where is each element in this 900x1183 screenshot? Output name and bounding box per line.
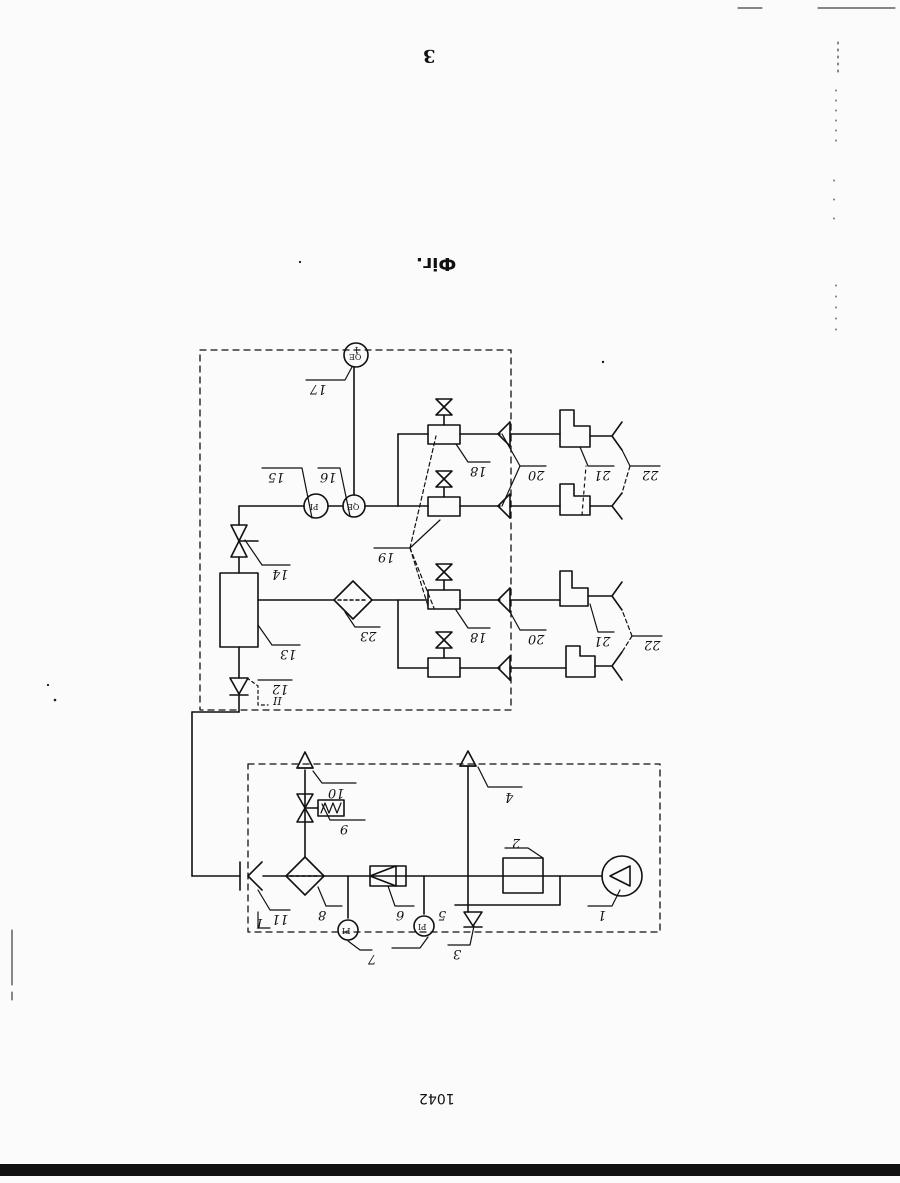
label-11: 11 [272, 912, 289, 925]
regulator-18-upper-a [428, 425, 460, 444]
footer-code: 1042 [419, 1091, 455, 1105]
connectors-20 [498, 422, 510, 680]
regulator-18-lower-a [428, 590, 460, 609]
label-15: 15 [268, 470, 285, 483]
label-9: 9 [340, 822, 348, 835]
gauge-text-qe-16: QE [347, 502, 359, 510]
label-6: 6 [396, 908, 404, 921]
unit-ii-boundary [200, 350, 511, 710]
label-21-upper: 21 [594, 468, 611, 481]
regulator-18-lower-b [428, 658, 460, 677]
regulator-18-upper-b [428, 497, 460, 516]
label-16: 16 [320, 470, 337, 483]
valve-3 [464, 912, 482, 926]
label-ii-upper: II [273, 695, 282, 706]
valve-14-bottom [231, 541, 247, 557]
receiver-bypass [455, 876, 560, 905]
gauge-text-pi-15: PI [310, 502, 319, 510]
label-14: 14 [272, 567, 289, 580]
label-22-lower: 22 [644, 638, 661, 651]
leaders-upper [245, 367, 662, 705]
label-23: 23 [360, 629, 377, 642]
gauge-text-qe-17-sub: 1 [354, 345, 359, 353]
label-4: 4 [505, 790, 513, 803]
label-20-lower: 20 [528, 632, 545, 645]
sheet-number: 3 [423, 46, 436, 64]
label-7: 7 [368, 952, 376, 965]
scan-artifacts [12, 8, 895, 1000]
bottom-rule [0, 1164, 900, 1176]
gauge-text-pi-7: PI [342, 926, 351, 934]
compressor-1 [602, 856, 642, 896]
valve-14-top [231, 525, 247, 541]
label-19: 19 [378, 550, 395, 563]
label-8: 8 [318, 908, 326, 921]
label-2: 2 [512, 836, 520, 849]
compressor-1-arrow [610, 866, 630, 886]
label-22-upper: 22 [642, 468, 659, 481]
connector-12 [230, 678, 248, 694]
label-5: 5 [438, 908, 446, 921]
label-18-lower: 18 [470, 630, 487, 643]
consumer-units-21 [560, 410, 595, 677]
label-i-lower: I [257, 916, 262, 929]
adsorber-13 [220, 573, 258, 647]
label-10: 10 [328, 786, 345, 799]
gauge-text-pi-5: PI [418, 922, 427, 930]
figure-caption: Фіг. [416, 254, 456, 272]
label-20-upper: 20 [528, 468, 545, 481]
regulator-18-upper-a-valve-top [436, 399, 452, 407]
label-18-upper: 18 [470, 464, 487, 477]
regulator-18-upper-a-valve-bottom [436, 407, 452, 415]
label-21-lower: 21 [594, 634, 611, 647]
label-3: 3 [453, 947, 461, 960]
vent-10 [297, 752, 313, 768]
label-17: 17 [310, 382, 327, 395]
outlets-22 [612, 422, 622, 680]
connector-11 [248, 862, 262, 890]
label-1: 1 [598, 908, 606, 921]
label-13: 13 [280, 647, 297, 660]
